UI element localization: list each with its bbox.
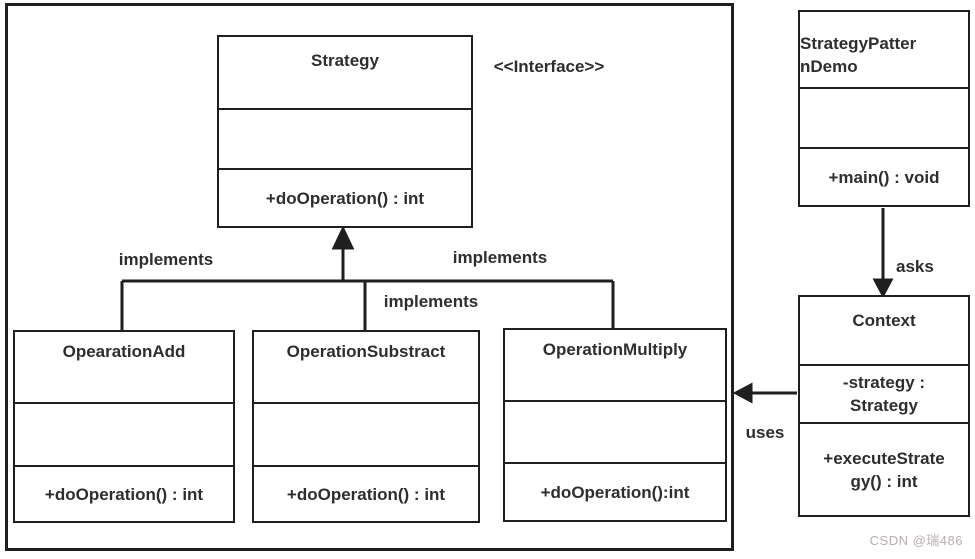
class-context-method-line1: +executeStrate bbox=[823, 448, 945, 468]
class-box-operation-add: OpearationAdd +doOperation() : int bbox=[13, 330, 235, 523]
implements-label-middle: implements bbox=[383, 292, 479, 311]
class-box-operation-multiply: OperationMultiply +doOperation():int bbox=[503, 328, 727, 522]
class-operation-substract-name: OperationSubstract bbox=[286, 342, 446, 361]
class-strategy-pattern-demo-methods: +main() : void bbox=[800, 147, 968, 205]
asks-arrowhead-icon bbox=[872, 278, 894, 299]
class-operation-substract-attributes bbox=[254, 402, 478, 465]
class-strategy-name: Strategy bbox=[310, 51, 380, 70]
class-operation-multiply-attributes bbox=[505, 400, 725, 462]
class-strategy-attributes bbox=[219, 108, 471, 168]
uses-arrowhead-icon bbox=[732, 382, 753, 404]
class-strategy-pattern-demo-name: StrategyPatter nDemo bbox=[800, 12, 968, 87]
watermark: CSDN @瑞486 bbox=[869, 533, 963, 548]
implements-arrowhead-icon bbox=[331, 225, 355, 250]
class-strategy-pattern-demo-attributes bbox=[800, 87, 968, 147]
class-context-method-line2: gy() : int bbox=[850, 471, 918, 491]
interface-stereotype-label: <<Interface>> bbox=[493, 57, 605, 76]
class-operation-add-name: OpearationAdd bbox=[62, 342, 186, 361]
asks-connector bbox=[872, 208, 894, 299]
class-box-strategy: Strategy +doOperation() : int bbox=[217, 35, 473, 228]
uses-connector bbox=[732, 382, 797, 404]
class-context-methods: +executeStrate gy() : int bbox=[800, 422, 968, 515]
class-operation-add-methods: +doOperation() : int bbox=[15, 465, 233, 521]
diagram-frame bbox=[5, 3, 734, 551]
class-operation-multiply-name: OperationMultiply bbox=[542, 340, 688, 359]
class-context-attributes: -strategy : Strategy bbox=[800, 364, 968, 422]
implements-label-left: implements bbox=[118, 250, 214, 269]
class-box-context: Context -strategy : Strategy +executeStr… bbox=[798, 295, 970, 517]
uses-label: uses bbox=[745, 423, 785, 442]
class-operation-substract-methods: +doOperation() : int bbox=[254, 465, 478, 521]
class-strategy-pattern-demo-name-line2: nDemo bbox=[800, 56, 858, 76]
class-context-attribute-line1: -strategy : bbox=[842, 373, 926, 392]
class-context-attribute-line2: Strategy bbox=[849, 396, 919, 415]
class-box-strategy-pattern-demo: StrategyPatter nDemo +main() : void bbox=[798, 10, 970, 207]
implements-connector bbox=[120, 225, 615, 332]
class-strategy-pattern-demo-name-line1: StrategyPatter bbox=[800, 33, 917, 53]
class-operation-multiply-methods: +doOperation():int bbox=[505, 462, 725, 520]
asks-label: asks bbox=[896, 257, 934, 276]
class-operation-add-attributes bbox=[15, 402, 233, 465]
class-context-name: Context bbox=[852, 311, 916, 330]
class-strategy-methods: +doOperation() : int bbox=[219, 168, 471, 226]
implements-label-right: implements bbox=[452, 248, 548, 267]
class-box-operation-substract: OperationSubstract +doOperation() : int bbox=[252, 330, 480, 523]
